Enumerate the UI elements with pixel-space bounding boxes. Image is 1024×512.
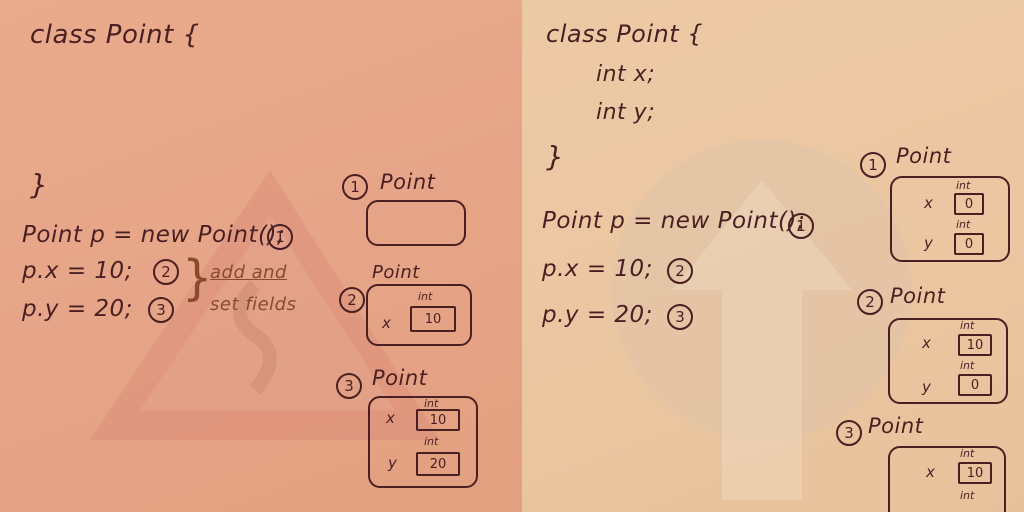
- stage-3-x-label: x: [926, 463, 935, 481]
- stage-3-x-type: int: [424, 397, 439, 410]
- stage-2-y-value: 0: [958, 374, 992, 396]
- stage-1-y-label: y: [924, 234, 933, 252]
- left-panel: class Point { } Point p = new Point(); 1…: [0, 0, 522, 512]
- stage-1-marker: 1: [342, 174, 368, 200]
- stage-2-marker: 2: [339, 287, 365, 313]
- stage-1-x-type: int: [956, 179, 971, 192]
- stage-2-x-type: int: [960, 319, 975, 332]
- stage-3-y-value: 20: [416, 452, 460, 476]
- step-2-marker: 2: [667, 258, 693, 284]
- stage-1-title: Point: [380, 170, 436, 194]
- stage-3-y-type: int: [960, 489, 975, 502]
- stage-3-title: Point: [372, 366, 428, 390]
- warning-triangle-watermark: [90, 170, 440, 440]
- stage-2-x-label: x: [922, 334, 931, 352]
- stage-3-object-box: [888, 446, 1006, 512]
- stage-3-x-type: int: [960, 447, 975, 460]
- stage-2-object-box: [888, 318, 1008, 404]
- note-set-fields: set fields: [210, 294, 297, 315]
- stage-1-y-type: int: [956, 218, 971, 231]
- stage-2-y-label: y: [922, 378, 931, 396]
- stage-3-title: Point: [868, 414, 924, 438]
- stage-2-x-label: x: [382, 314, 391, 332]
- stage-2-object-box: [366, 284, 472, 346]
- stage-2-x-type: int: [418, 290, 433, 303]
- code-line-set-x: p.x = 10;: [22, 258, 133, 284]
- right-panel: class Point { int x; int y; } Point p = …: [522, 0, 1024, 512]
- field-decl-x: int x;: [596, 62, 656, 87]
- step-1-marker: 1: [267, 224, 293, 250]
- stage-3-x-value: 10: [416, 409, 460, 431]
- step-3-marker: 3: [667, 304, 693, 330]
- stage-1-x-value: 0: [954, 193, 984, 215]
- stage-3-marker: 3: [336, 373, 362, 399]
- stage-1-title: Point: [896, 144, 952, 168]
- code-line-set-y: p.y = 20;: [22, 296, 133, 322]
- stage-3-y-type: int: [424, 435, 439, 448]
- stage-1-y-value: 0: [954, 233, 984, 255]
- step-2-marker: 2: [153, 259, 179, 285]
- note-add-and: add and: [210, 262, 287, 283]
- stage-2-y-type: int: [960, 359, 975, 372]
- step-1-marker: 1: [788, 213, 814, 239]
- stage-2-x-value: 10: [410, 306, 456, 332]
- stage-2-title: Point: [890, 284, 946, 308]
- stage-1-x-label: x: [924, 194, 933, 212]
- code-line-new-point: Point p = new Point();: [22, 222, 286, 248]
- code-line-set-x: p.x = 10;: [542, 256, 653, 282]
- stage-1-marker: 1: [860, 152, 886, 178]
- stage-3-marker: 3: [836, 420, 862, 446]
- stage-1-object-box: [890, 176, 1010, 262]
- stage-3-x-label: x: [386, 409, 395, 427]
- code-line-new-point: Point p = new Point();: [542, 208, 806, 234]
- arrow-watermark: [612, 140, 912, 500]
- class-close-brace: }: [30, 168, 49, 201]
- stage-2-marker: 2: [857, 289, 883, 315]
- stage-1-object-box: [366, 200, 466, 246]
- class-header: class Point {: [30, 20, 200, 50]
- field-decl-y: int y;: [596, 100, 656, 125]
- class-header: class Point {: [546, 20, 704, 48]
- stage-3-y-label: y: [388, 454, 397, 472]
- stage-3-x-value: 10: [958, 462, 992, 484]
- class-close-brace: }: [546, 140, 565, 173]
- step-3-marker: 3: [148, 297, 174, 323]
- stage-3-object-box: [368, 396, 478, 488]
- stage-2-x-value: 10: [958, 334, 992, 356]
- stage-2-title: Point: [372, 262, 420, 283]
- grouping-brace: }: [182, 250, 214, 306]
- code-line-set-y: p.y = 20;: [542, 302, 653, 328]
